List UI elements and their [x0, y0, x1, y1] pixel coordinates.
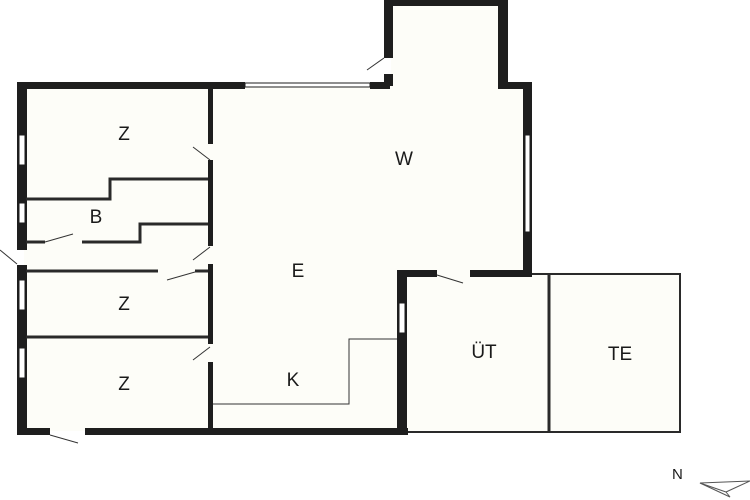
interior-walls: [26, 86, 681, 433]
floor-areas: [24, 6, 680, 432]
room-label-k: K: [287, 370, 300, 391]
room-label-z3: Z: [118, 374, 130, 395]
room-label-w: W: [395, 149, 413, 170]
room-label-te: TE: [608, 344, 632, 365]
room-label-b: B: [90, 207, 103, 228]
windows: [18, 82, 531, 379]
room-label-z1: Z: [118, 124, 130, 145]
room-label-z2: Z: [118, 294, 130, 315]
compass-north-label: N: [672, 466, 683, 483]
doors: [0, 57, 464, 444]
room-labels: Z B W E Z Z K ÜT TE: [90, 124, 632, 395]
compass: N: [672, 466, 750, 498]
room-label-e: E: [292, 261, 305, 282]
compass-arrow-icon: [699, 480, 750, 498]
room-label-ut: ÜT: [471, 342, 497, 363]
